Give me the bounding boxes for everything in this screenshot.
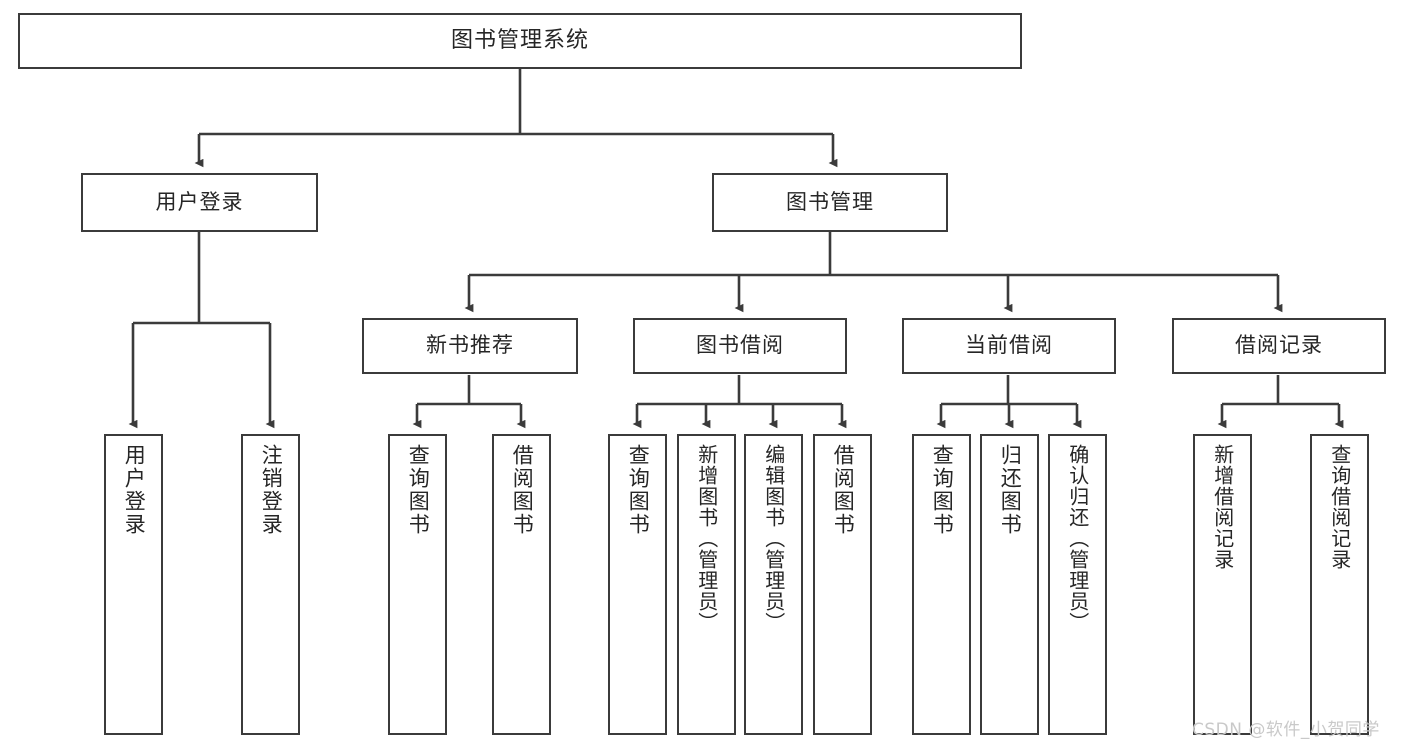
node-borrow-record[interactable]: 借阅记录	[1172, 318, 1386, 374]
node-book-borrow-label: 图书借阅	[696, 333, 784, 358]
node-leaf-query-record-label: 查询借阅记录	[1327, 444, 1352, 570]
node-leaf-user-login-label: 用户登录	[122, 444, 147, 536]
node-leaf-add-book[interactable]: 新增图书（管理员）	[677, 434, 736, 735]
node-leaf-user-logout-label: 注销登录	[259, 444, 284, 536]
node-book-manage-label: 图书管理	[786, 189, 874, 214]
node-leaf-query-book-2[interactable]: 查询图书	[608, 434, 667, 735]
node-leaf-user-login[interactable]: 用户登录	[104, 434, 163, 735]
node-leaf-borrow-book-1[interactable]: 借阅图书	[492, 434, 551, 735]
node-borrow-record-label: 借阅记录	[1235, 333, 1323, 358]
node-root-label: 图书管理系统	[450, 27, 589, 53]
node-leaf-query-record[interactable]: 查询借阅记录	[1310, 434, 1369, 735]
node-leaf-add-book-label: 新增图书（管理员）	[694, 444, 719, 633]
node-root-book-management-system[interactable]: 图书管理系统	[18, 13, 1022, 69]
node-leaf-query-book-1[interactable]: 查询图书	[388, 434, 447, 735]
node-user-login[interactable]: 用户登录	[81, 173, 318, 232]
node-leaf-edit-book-label: 编辑图书（管理员）	[761, 444, 786, 633]
node-current-borrow[interactable]: 当前借阅	[902, 318, 1116, 374]
node-leaf-query-book-1-label: 查询图书	[406, 444, 431, 536]
node-leaf-borrow-book-2-label: 借阅图书	[831, 444, 856, 536]
csdn-watermark: CSDN @软件_小贺同学	[1192, 720, 1380, 740]
node-leaf-borrow-book-2[interactable]: 借阅图书	[813, 434, 872, 735]
node-leaf-borrow-book-1-label: 借阅图书	[510, 444, 535, 536]
node-leaf-query-book-3[interactable]: 查询图书	[912, 434, 971, 735]
node-leaf-edit-book[interactable]: 编辑图书（管理员）	[744, 434, 803, 735]
node-leaf-query-book-3-label: 查询图书	[930, 444, 955, 536]
node-leaf-user-logout[interactable]: 注销登录	[241, 434, 300, 735]
node-leaf-add-record-label: 新增借阅记录	[1210, 444, 1235, 570]
node-leaf-add-record[interactable]: 新增借阅记录	[1193, 434, 1252, 735]
node-new-book-recommend-label: 新书推荐	[426, 333, 514, 358]
node-leaf-confirm-return-label: 确认归还（管理员）	[1065, 444, 1090, 633]
node-leaf-confirm-return[interactable]: 确认归还（管理员）	[1048, 434, 1107, 735]
node-book-manage[interactable]: 图书管理	[712, 173, 948, 232]
node-leaf-query-book-2-label: 查询图书	[626, 444, 651, 536]
node-current-borrow-label: 当前借阅	[965, 333, 1053, 358]
node-user-login-label: 用户登录	[155, 189, 244, 214]
node-leaf-return-book-label: 归还图书	[998, 444, 1023, 536]
node-leaf-return-book[interactable]: 归还图书	[980, 434, 1039, 735]
node-book-borrow[interactable]: 图书借阅	[633, 318, 847, 374]
node-new-book-recommend[interactable]: 新书推荐	[362, 318, 578, 374]
